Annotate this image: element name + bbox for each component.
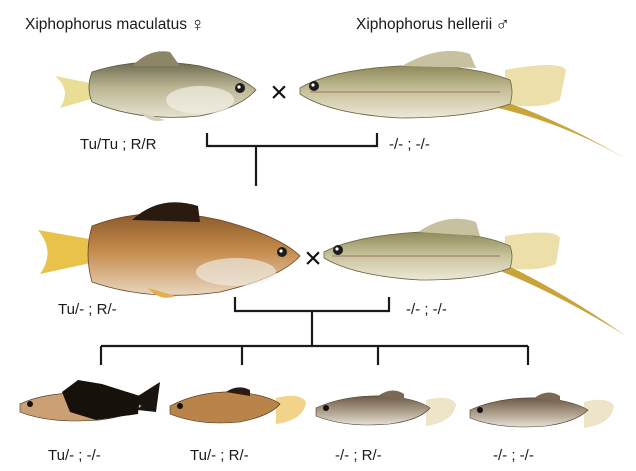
f1-swordtail-male-fish [324,219,626,336]
parent-cross-connector [207,133,377,186]
offspring-genotype-4: -/- ; -/- [493,447,534,464]
f1-hybrid-genotype: Tu/- ; R/- [58,301,117,318]
female-symbol: ♀ [190,14,205,36]
female-species-name: Xiphophorus maculatus [25,16,187,33]
offspring-genotype-1: Tu/- ; -/- [48,447,101,464]
f1-backcross-genotype: -/- ; -/- [406,301,447,318]
swordtail-male-fish [300,51,628,160]
male-species-name: Xiphophorus hellerii [356,16,492,33]
backcross-connector [101,297,528,365]
offspring-fish-3 [316,390,456,426]
offspring-genotype-2: Tu/- ; R/- [190,447,249,464]
offspring-fish-1 [20,380,160,421]
parent-male-genotype: -/- ; -/- [389,136,430,153]
f1-hybrid-fish [38,202,300,298]
offspring-fish-4 [470,392,614,428]
f1-cross-symbol: × [304,242,322,275]
parent-cross-symbol: × [270,76,288,109]
offspring-fish-2 [170,387,306,424]
parent-female-genotype: Tu/Tu ; R/R [80,136,156,153]
platyfish-female-fish [55,51,256,121]
offspring-genotype-3: -/- ; R/- [335,447,382,464]
male-species-label: Xiphophorus hellerii♂ [356,14,510,37]
male-symbol: ♂ [495,14,510,36]
female-species-label: Xiphophorus maculatus♀ [25,14,205,37]
